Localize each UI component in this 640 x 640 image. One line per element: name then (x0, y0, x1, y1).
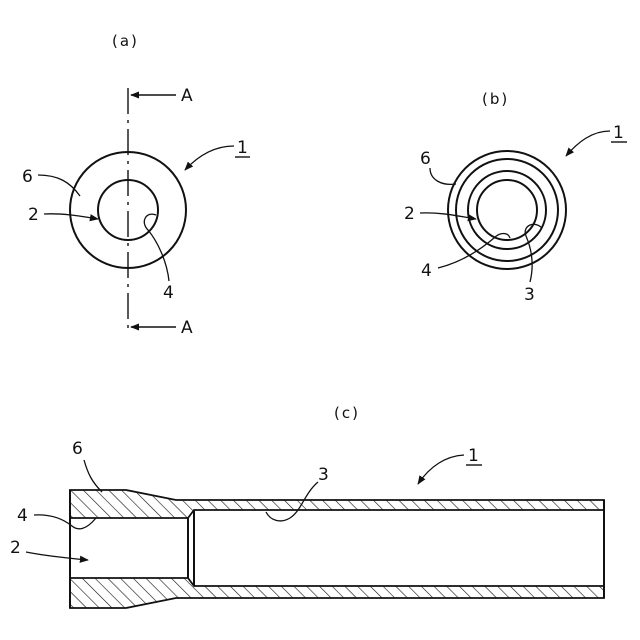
label-outer-layer-c: 6 (72, 439, 83, 459)
section-marker-top: A (181, 86, 193, 106)
leader-bore-c (26, 552, 88, 560)
bore-circle-b (477, 180, 537, 240)
inner-layer-circle-b (468, 171, 546, 249)
leader-assembly-a (185, 146, 234, 170)
top-wall-c (70, 490, 604, 518)
leader-assembly-c (418, 455, 464, 484)
label-inner-surface-c: 4 (17, 506, 28, 526)
leader-inner-surface-a (144, 214, 169, 281)
label-inner-layer-b: 3 (524, 285, 535, 305)
label-outer-layer-b: 6 (420, 149, 431, 169)
leader-outer-layer-a (38, 175, 80, 196)
caption-a: (a) (112, 32, 139, 50)
caption-b: (b) (482, 90, 509, 108)
section-marker-bottom: A (181, 318, 193, 338)
label-assembly-c: 1 (468, 446, 479, 466)
middle-circle-b (456, 159, 558, 261)
label-outer-layer-a: 6 (22, 167, 33, 187)
outer-layer-circle-a (70, 152, 186, 268)
leader-outer-layer-b (430, 168, 456, 184)
label-inner-surface-b: 4 (421, 261, 432, 281)
label-assembly-b: 1 (613, 123, 624, 143)
label-inner-layer-c: 3 (318, 465, 329, 485)
label-assembly-a: 1 (237, 138, 248, 158)
view-c: (c) 1 3 6 4 2 (10, 404, 604, 608)
bottom-wall-c (70, 578, 604, 608)
leader-outer-layer-c (84, 460, 102, 492)
label-bore-b: 2 (404, 204, 415, 224)
label-bore-c: 2 (10, 538, 21, 558)
view-a: (a) A A 1 6 2 4 (22, 32, 250, 338)
view-b: (b) 1 6 2 4 3 (404, 90, 627, 305)
label-inner-surface-a: 4 (163, 283, 174, 303)
outer-layer-circle-b (448, 151, 566, 269)
caption-c: (c) (334, 404, 360, 422)
leader-assembly-b (566, 131, 610, 156)
label-bore-a: 2 (28, 205, 39, 225)
